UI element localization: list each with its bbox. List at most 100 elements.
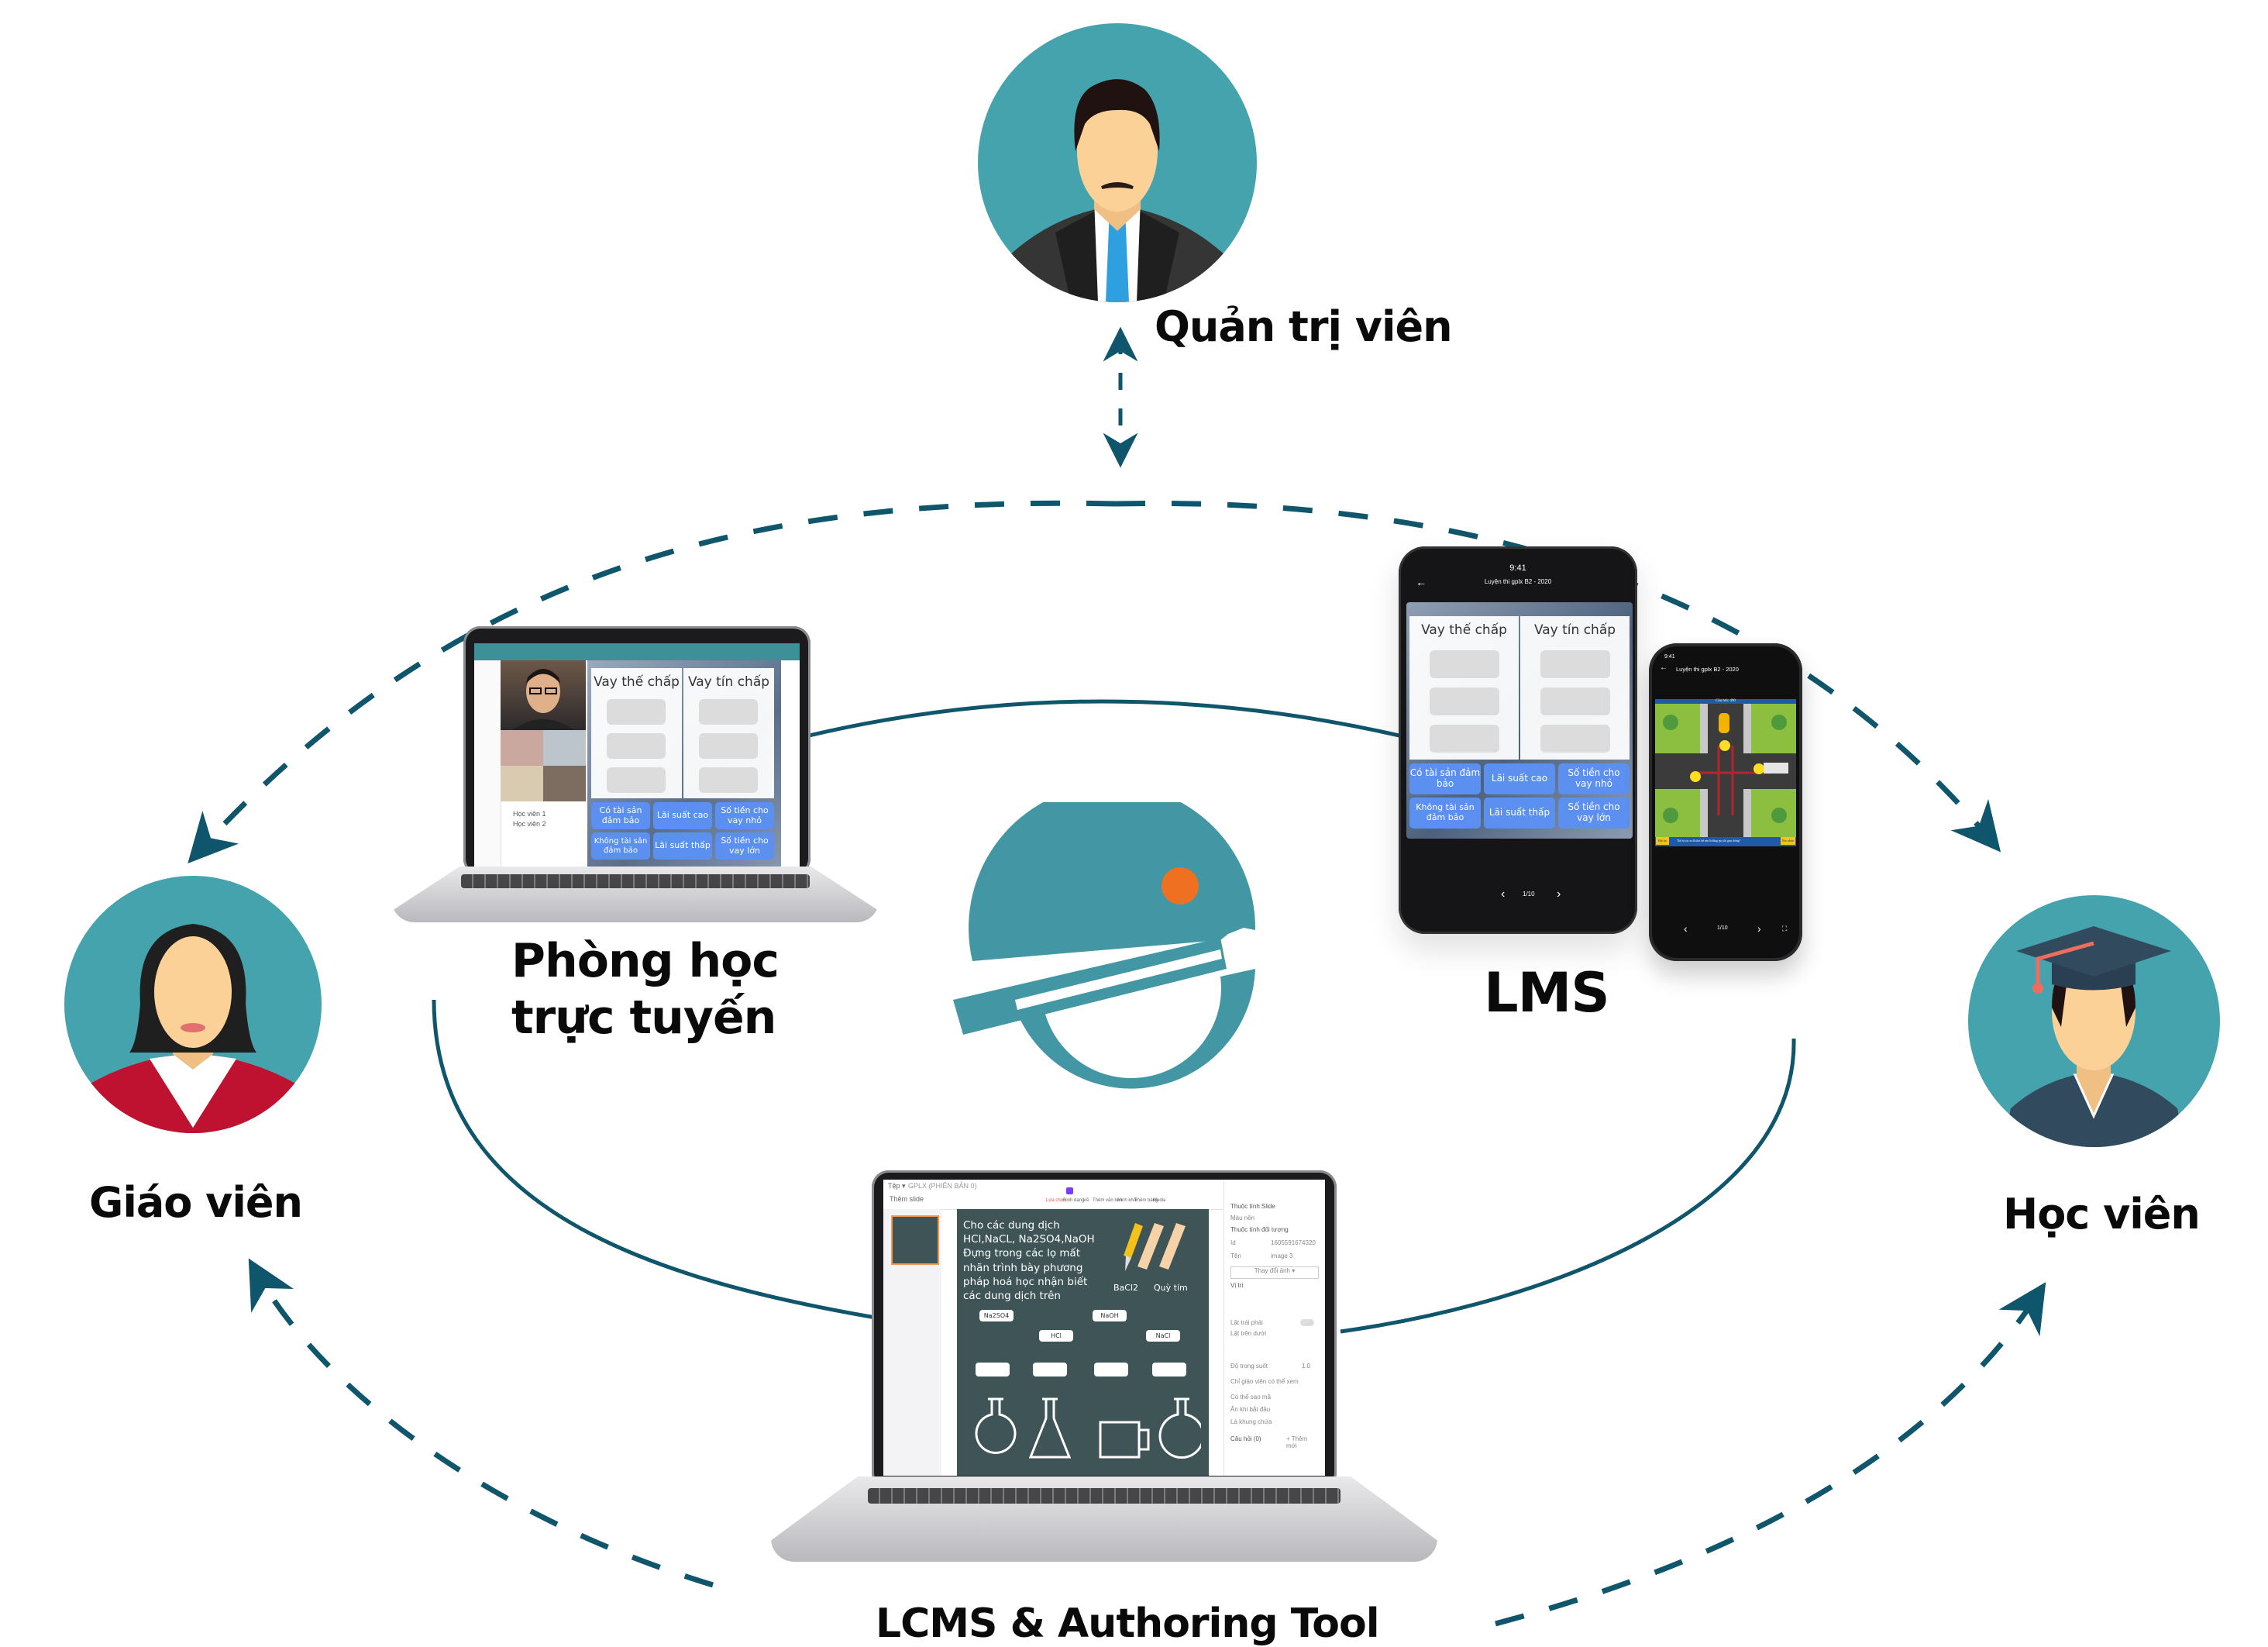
- dashed-arrow-lcms-to-student: [1495, 1282, 2046, 1627]
- phone-next-button[interactable]: ›: [1757, 922, 1761, 935]
- slide-canvas: Cho các dung dịch HCl,NaCL, Na2SO4,NaOH …: [957, 1209, 1209, 1476]
- video-participant-1: [501, 730, 543, 766]
- answer-slot[interactable]: [976, 1363, 1010, 1377]
- video-participant-4: [543, 766, 586, 801]
- participant-2[interactable]: Học viên 2: [513, 820, 546, 828]
- doc-title: GPLX (PHIÊN BẢN 0): [908, 1182, 977, 1190]
- admin-avatar: [978, 23, 1257, 302]
- phone-title: Luyện thi gplx B2 - 2020: [1676, 666, 1739, 673]
- opacity-select[interactable]: 1.0: [1302, 1363, 1311, 1370]
- online-classroom-label-line1: Phòng học: [511, 934, 780, 988]
- tablet-prev-button[interactable]: ‹: [1501, 887, 1506, 901]
- drag-chip[interactable]: Lãi suất thấp: [653, 832, 712, 860]
- intersection-illustration: [1655, 704, 1796, 837]
- traffic-quiz-screen: Câu hỏi: 490 Đặt lại Thứ tự các xe đi nh…: [1655, 699, 1796, 846]
- quiz-question: Thứ tự các xe đi như thế nào là đúng quy…: [1677, 839, 1740, 842]
- drop-column-1: Vay thế chấp: [591, 668, 682, 798]
- file-menu[interactable]: Tệp ▾: [888, 1182, 906, 1190]
- label-box[interactable]: HCl: [1039, 1330, 1073, 1342]
- label-box[interactable]: Na2SO4: [979, 1310, 1014, 1321]
- video-participant-2: [543, 730, 586, 766]
- classroom-screen: Học viên 1 Học viên 2 Vay thế chấp Vay t…: [474, 643, 800, 868]
- tablet-back-icon[interactable]: ←: [1416, 576, 1427, 588]
- tablet-screen: Vay thế chấp Vay tín chấp Có tài sản đảm…: [1406, 602, 1633, 839]
- drag-chip[interactable]: Lãi suất cao: [653, 802, 712, 829]
- lms-tablet: 9:41 ← Luyện thi gplx B2 - 2020 Vay thế …: [1399, 546, 1637, 934]
- add-slide-button[interactable]: Thêm slide: [890, 1195, 924, 1203]
- label-box[interactable]: NaCl: [1146, 1330, 1180, 1342]
- video-host: [501, 660, 586, 730]
- reset-button[interactable]: Đặt lại: [1656, 837, 1669, 845]
- online-classroom-label-line2: trực tuyến: [511, 991, 776, 1045]
- solid-link-lms-lcms: [1340, 1038, 1796, 1334]
- tool-select[interactable]: Lựa chọn: [1046, 1198, 1066, 1203]
- tool-add-text[interactable]: Thêm văn bản: [1093, 1198, 1123, 1203]
- tool-shapes[interactable]: Hình khối: [1117, 1198, 1137, 1203]
- video-participant-3: [501, 766, 543, 801]
- drag-chip[interactable]: Có tài sản đảm bảo: [591, 802, 650, 829]
- dropper-and-litmus-icon: [1124, 1223, 1186, 1271]
- phone-fullscreen-icon[interactable]: ⛶: [1782, 925, 1788, 932]
- student-avatar: [1968, 895, 2220, 1147]
- label-box[interactable]: NaOH: [1093, 1310, 1127, 1321]
- drop-column-2: Vay tín chấp: [683, 668, 774, 798]
- lcms-label: LCMS & Authoring Tool: [876, 1600, 1380, 1647]
- add-question-button[interactable]: + Thêm mới: [1286, 1435, 1308, 1449]
- phone-prev-button[interactable]: ‹: [1684, 922, 1688, 935]
- classroom-topbar: [474, 643, 800, 660]
- slide-thumbnails: [883, 1209, 941, 1476]
- drag-chip[interactable]: Không tài sản đảm bảo: [591, 832, 650, 860]
- admin-label: Quản trị viên: [1155, 302, 1453, 351]
- classroom-whiteboard: Vay thế chấp Vay tín chấp Có tài sản đảm…: [587, 660, 781, 868]
- solid-link-classroom-lms: [805, 699, 1403, 739]
- lms-phone: 9:41 ← Luyện thi gplx B2 - 2020 Câu hỏi:…: [1649, 643, 1802, 961]
- drag-chip[interactable]: Số tiền cho vay lớn: [1558, 798, 1630, 829]
- reagent-litmus: Quỳ tím: [1154, 1283, 1188, 1293]
- drag-chip[interactable]: Số tiền cho vay nhỏ: [1558, 763, 1630, 794]
- businessman-avatar-icon: [1001, 79, 1234, 302]
- slide-thumbnail[interactable]: [891, 1215, 939, 1265]
- solid-link-classroom-lcms: [432, 999, 876, 1320]
- teacher-avatar: [64, 876, 322, 1133]
- tablet-title: Luyện thi gplx B2 - 2020: [1484, 578, 1552, 585]
- id-field[interactable]: 1605591674320: [1271, 1239, 1316, 1246]
- question-text: Cho các dung dịch HCl,NaCL, Na2SO4,NaOH …: [963, 1219, 1095, 1303]
- drag-chip[interactable]: Không tài sản đảm bảo: [1409, 798, 1481, 829]
- tablet-time: 9:41: [1509, 563, 1526, 573]
- tablet-pager: 1/10: [1523, 891, 1535, 898]
- name-field[interactable]: image 3: [1271, 1252, 1293, 1259]
- drag-chip[interactable]: Số tiền cho vay nhỏ: [715, 802, 774, 829]
- tablet-next-button[interactable]: ›: [1557, 887, 1561, 901]
- reagent-bacl2: BaCl2: [1113, 1283, 1139, 1293]
- graduate-student-avatar-icon: [2003, 926, 2185, 1147]
- drag-chip[interactable]: Lãi suất cao: [1484, 763, 1555, 794]
- tool-draw[interactable]: Vẽ: [1083, 1198, 1089, 1203]
- change-image-button[interactable]: Thay đổi ảnh ▾: [1230, 1266, 1319, 1279]
- answer-slot[interactable]: [1033, 1363, 1067, 1377]
- dashed-arrow-lcms-to-teacher: [248, 1258, 714, 1588]
- confirm-button[interactable]: Xác nhận: [1780, 837, 1795, 845]
- drag-chip[interactable]: Số tiền cho vay lớn: [715, 832, 774, 860]
- phone-pager: 1/10: [1717, 925, 1728, 931]
- tool-format[interactable]: Định dạng: [1063, 1198, 1085, 1203]
- lcms-screen: Tệp ▾ GPLX (PHIÊN BẢN 0) Thêm slide Lựa …: [883, 1180, 1325, 1476]
- participant-1[interactable]: Học viên 1: [513, 810, 546, 818]
- dashed-arrow-to-teacher: [188, 500, 1117, 863]
- drag-chip[interactable]: Lãi suất thấp: [1484, 798, 1555, 829]
- lms-label: LMS: [1484, 961, 1610, 1025]
- format-icon[interactable]: [1066, 1187, 1073, 1194]
- drag-chip[interactable]: Có tài sản đảm bảo: [1409, 763, 1481, 794]
- brand-logo-icon: [953, 802, 1256, 1089]
- properties-panel: Thuộc tính Slide Màu nền Thuộc tính đối …: [1223, 1180, 1325, 1476]
- female-teacher-avatar-icon: [74, 924, 312, 1133]
- student-label: Học viên: [2003, 1190, 2201, 1239]
- logo-orange-dot: [1162, 867, 1199, 904]
- phone-back-icon[interactable]: ←: [1660, 663, 1667, 672]
- tool-table[interactable]: Thêm bảng: [1134, 1198, 1158, 1203]
- answer-slot[interactable]: [1152, 1363, 1186, 1377]
- answer-slot[interactable]: [1094, 1363, 1128, 1377]
- classroom-sidebar: [474, 660, 501, 868]
- lab-glassware-icons: [975, 1397, 1201, 1459]
- tool-media[interactable]: Media: [1153, 1198, 1166, 1203]
